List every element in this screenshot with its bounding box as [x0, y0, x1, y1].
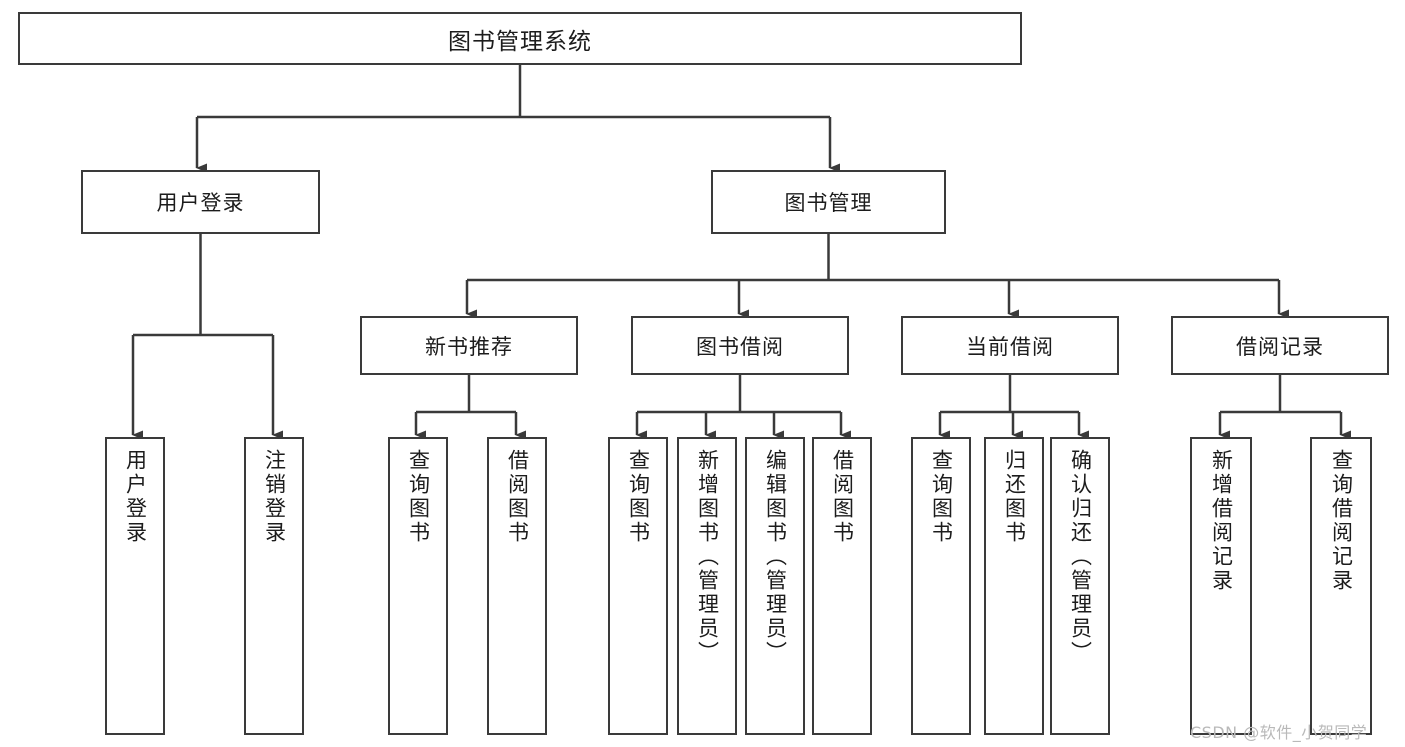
- node-book-borrow[interactable]: 图书借阅: [631, 316, 849, 375]
- node-leaf-user-login[interactable]: 用户登录: [105, 437, 165, 735]
- node-current-borrow[interactable]: 当前借阅: [901, 316, 1119, 375]
- node-leaf-add-book[interactable]: 新增图书（管理员）: [677, 437, 737, 735]
- node-borrow-record[interactable]: 借阅记录: [1171, 316, 1389, 375]
- node-label: 查询图书: [406, 449, 431, 545]
- node-leaf-return-book[interactable]: 归还图书: [984, 437, 1044, 735]
- node-leaf-borrow-book-1[interactable]: 借阅图书: [487, 437, 547, 735]
- node-new-book-recommend[interactable]: 新书推荐: [360, 316, 578, 375]
- node-leaf-query-record[interactable]: 查询借阅记录: [1310, 437, 1372, 735]
- watermark-label: CSDN @软件_小贺同学: [1190, 723, 1368, 742]
- node-root[interactable]: 图书管理系统: [18, 12, 1022, 65]
- node-label: 图书管理系统: [448, 28, 592, 55]
- node-leaf-add-record[interactable]: 新增借阅记录: [1190, 437, 1252, 735]
- node-label: 图书借阅: [696, 334, 784, 359]
- node-label: 用户登录: [156, 191, 245, 215]
- node-leaf-user-logout[interactable]: 注销登录: [244, 437, 304, 735]
- node-label: 借阅记录: [1236, 334, 1324, 359]
- node-label: 当前借阅: [966, 334, 1054, 359]
- node-user-login[interactable]: 用户登录: [81, 170, 320, 234]
- node-label: 新增借阅记录: [1209, 449, 1234, 593]
- node-leaf-confirm-return[interactable]: 确认归还（管理员）: [1050, 437, 1110, 735]
- node-label: 图书管理: [784, 191, 873, 215]
- node-label: 新书推荐: [425, 334, 513, 359]
- node-label: 查询借阅记录: [1329, 449, 1354, 593]
- node-label: 查询图书: [626, 449, 651, 545]
- node-leaf-query-book-2[interactable]: 查询图书: [608, 437, 668, 735]
- node-book-manage[interactable]: 图书管理: [711, 170, 946, 234]
- node-label: 新增图书（管理员）: [695, 449, 720, 665]
- node-leaf-query-book-1[interactable]: 查询图书: [388, 437, 448, 735]
- node-leaf-borrow-book-2[interactable]: 借阅图书: [812, 437, 872, 735]
- node-label: 确认归还（管理员）: [1068, 449, 1093, 665]
- node-label: 用户登录: [123, 449, 148, 545]
- node-label: 借阅图书: [505, 449, 530, 545]
- node-label: 查询图书: [929, 449, 954, 545]
- node-label: 归还图书: [1002, 449, 1027, 545]
- node-leaf-query-book-3[interactable]: 查询图书: [911, 437, 971, 735]
- node-label: 注销登录: [262, 449, 287, 545]
- node-leaf-edit-book[interactable]: 编辑图书（管理员）: [745, 437, 805, 735]
- node-label: 编辑图书（管理员）: [763, 449, 788, 665]
- node-label: 借阅图书: [830, 449, 855, 545]
